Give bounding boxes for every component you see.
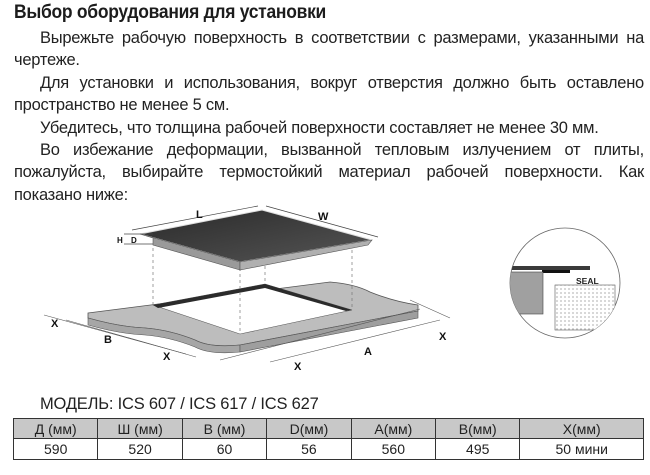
instructions-text: Вырежьте рабочую поверхность в соответст…	[14, 27, 644, 206]
label-x-bottom-left: X	[163, 351, 171, 363]
table-header-row: Д (мм) Ш (мм) В (мм) D(мм) A(мм) B(мм) X…	[12, 418, 644, 439]
value-length: 590	[12, 438, 99, 460]
paragraph-clearance: Для установки и использования, вокруг от…	[14, 73, 644, 115]
installation-diagram: L W H D X B X X A X SEAL	[43, 205, 621, 373]
label-h: H	[117, 236, 123, 245]
header-a: A(мм)	[350, 418, 437, 439]
countertop-dimension-lines	[43, 299, 451, 363]
header-height: В (мм)	[181, 418, 268, 439]
value-a: 560	[350, 438, 437, 460]
dimensions-table: Д (мм) Ш (мм) В (мм) D(мм) A(мм) B(мм) X…	[12, 418, 644, 460]
paragraph-material: Во избежание деформации, вызванной тепло…	[14, 141, 644, 204]
header-b: B(мм)	[435, 418, 521, 439]
hob-illustration	[139, 209, 373, 271]
label-l: L	[196, 209, 203, 221]
label-w: W	[318, 211, 329, 223]
seal-detail-illustration: SEAL	[509, 227, 621, 339]
header-length: Д (мм)	[12, 418, 99, 439]
value-height: 60	[181, 438, 268, 460]
value-b: 495	[435, 438, 521, 460]
label-a: A	[364, 346, 372, 358]
label-d: D	[131, 236, 137, 245]
paragraph-cutout: Вырежьте рабочую поверхность в соответст…	[14, 29, 644, 70]
countertop-illustration	[87, 281, 419, 354]
label-x-right: X	[439, 331, 447, 343]
label-seal: SEAL	[576, 276, 599, 286]
header-width: Ш (мм)	[97, 418, 183, 439]
value-width: 520	[97, 438, 183, 460]
header-depth: D(мм)	[266, 418, 352, 439]
label-x-bottom-right: X	[294, 361, 302, 373]
label-b: B	[104, 334, 112, 346]
table-row: 590 520 60 56 560 495 50 мини	[12, 438, 644, 460]
page-title: Выбор оборудования для установки	[14, 2, 327, 23]
paragraph-thickness: Убедитесь, что толщина рабочей поверхнос…	[40, 118, 599, 137]
value-depth: 56	[266, 438, 352, 460]
header-x: X(мм)	[519, 418, 644, 439]
value-x: 50 мини	[519, 438, 644, 460]
model-line: МОДЕЛЬ: ICS 607 / ICS 617 / ICS 627	[40, 395, 319, 413]
hob-dimension-lines	[124, 205, 379, 245]
label-x-left: X	[51, 318, 59, 330]
